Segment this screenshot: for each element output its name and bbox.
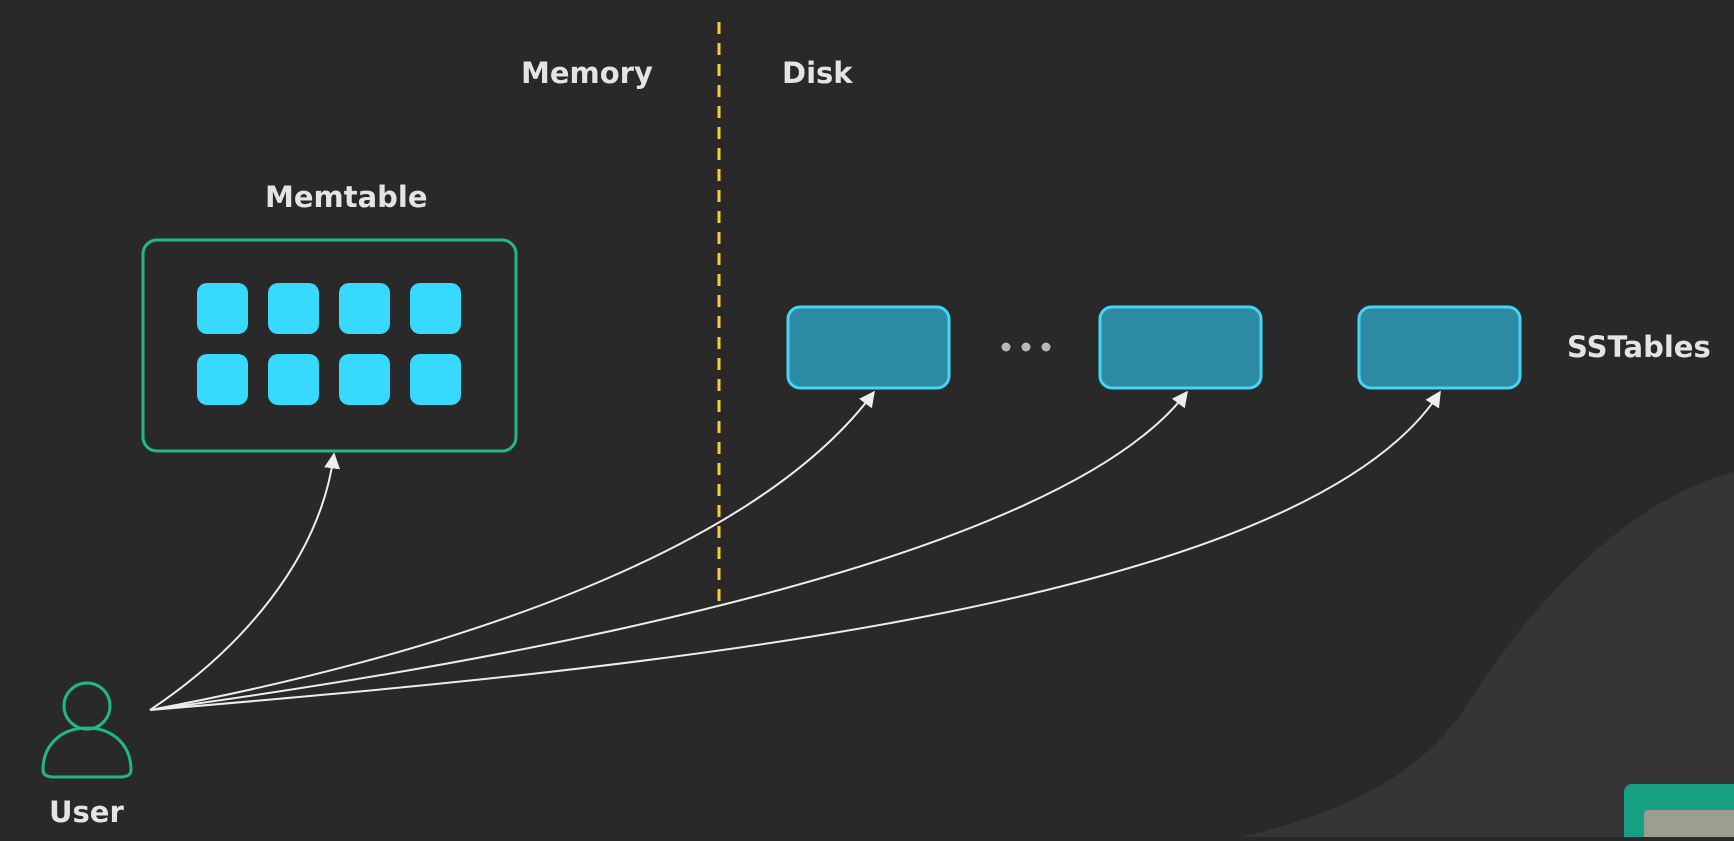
background-shape [1240,472,1734,837]
memtable-cell [410,354,461,405]
memtable-cell [197,283,248,334]
memory-label: Memory [521,56,653,90]
sstable-box [786,305,951,390]
ellipsis-dot [1041,342,1051,352]
user-icon-head [62,681,112,731]
user-label: User [49,795,124,829]
memtable-box [141,238,518,453]
memtable-cell [339,354,390,405]
memtable-cell [410,283,461,334]
arrow-user-to-sstable-3 [149,390,1441,711]
memtable-cells [197,283,461,405]
user-icon-body [41,726,133,779]
arrow-user-to-sstable-2 [149,390,1188,711]
ellipsis-dot [1001,342,1011,352]
sstables-group [786,305,1522,390]
sstable-box [1098,305,1263,390]
memtable-label: Memtable [265,180,428,214]
memtable-cell [268,354,319,405]
arrow-user-to-memtable [149,452,341,711]
corner-accent-inner [1644,810,1734,841]
disk-label: Disk [782,56,853,90]
ellipsis-icon [1001,342,1051,352]
sstables-label: SSTables [1567,330,1711,364]
ellipsis-dot [1021,342,1031,352]
memtable-cell [197,354,248,405]
sstable-box [1357,305,1522,390]
arrow-user-to-sstable-1 [149,390,875,711]
memtable-cell [339,283,390,334]
memtable-cell [268,283,319,334]
user-icon [41,681,133,779]
